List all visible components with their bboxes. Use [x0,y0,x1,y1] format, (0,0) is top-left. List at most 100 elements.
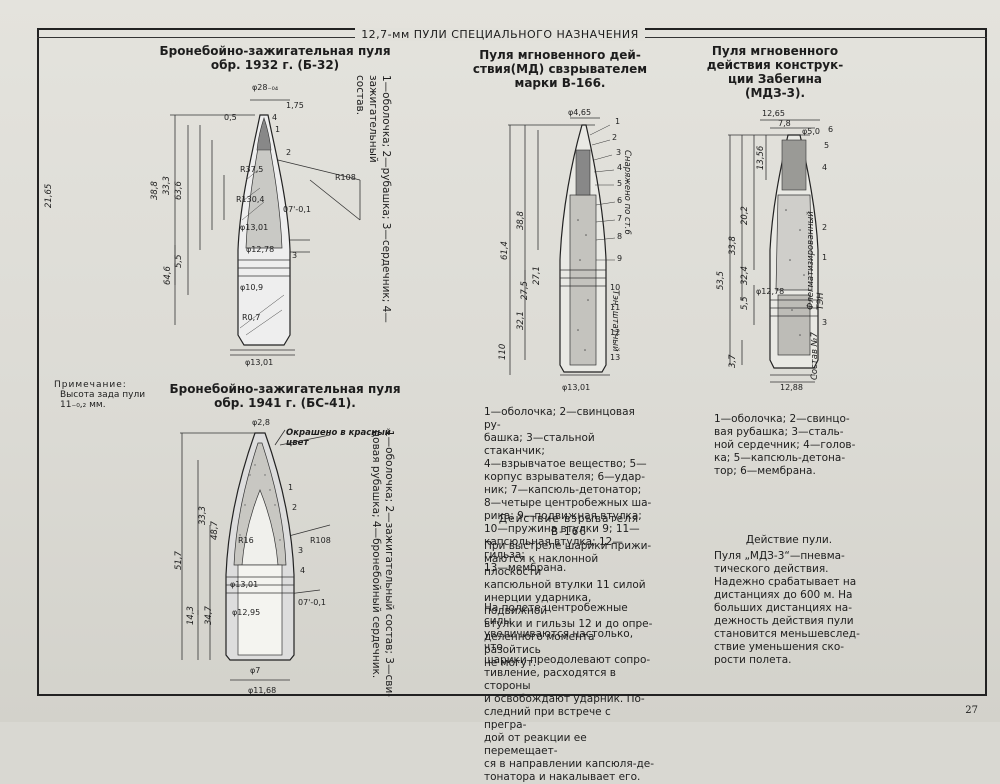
mdz-title: Пуля мгновенного действия конструк- ции … [706,44,844,100]
bs41-n2: 2 [292,503,297,512]
b32-h05: 0,5 [224,113,237,122]
bs41-legend: 1—оболочка; 2—зажигательный состав; 3—св… [370,430,395,698]
b32-h-1-75: 1,75 [286,101,304,110]
md-action-p2: На полете центробежные силы увеличиваютс… [484,602,655,783]
bs41-n4: 4 [300,566,305,575]
bs41-d1301: φ13,01 [230,580,258,589]
b32-h646: 64,6 [163,266,173,285]
b32-d1301b: φ13,01 [245,358,273,367]
b32-drawing: φ28₋₀₄ 0,5 1,75 R37,5 R108 R130,4 φ13,01… [170,83,361,367]
b32-r375: R37,5 [240,165,263,174]
mdz-h202: 20,2 [740,206,750,225]
md-n2: 2 [612,133,617,142]
bs41-n3: 3 [298,546,303,555]
md-drawing: φ4,65 φ13,01 1 2 3 4 5 6 7 8 9 10 11 12 … [508,108,622,392]
b32-n4: 4 [272,113,277,122]
md-title: Пуля мгновенного дей- ствия(МД) свзрыват… [472,48,648,90]
b32-h2165: 21,65 [44,183,54,208]
mdz-d50: φ5,0 [802,127,820,136]
md-action-p1: При выстреле шарики прижи- маются к накл… [484,540,653,669]
md-h388: 38,8 [516,211,526,230]
bs41-d1168: φ11,68 [248,686,276,695]
bs41-drawing: φ2,8 R16 R108 φ13,01 φ12,95 φ7 φ11,68 07… [180,418,331,695]
mdz-n2: 2 [822,223,827,232]
md-d465: φ4,65 [568,108,591,117]
md-legend: 1—оболочка; 2—свинцовая ру- башка; 3—ста… [484,406,652,574]
mdz-drawing: 12,65 7,8 φ5,0 φ12,78 12,88 1 2 3 4 5 6 [728,109,833,392]
md-n5: 5 [617,179,622,188]
bs41-h487: 48,7 [210,521,220,540]
md-n13: 13 [610,353,620,362]
bs41-title: Бронебойно-зажигательная пуля обр. 1941 … [169,382,401,410]
md-n6: 6 [617,196,622,205]
bs41-r16: R16 [238,536,254,545]
b32-r07: R0,7 [242,313,260,322]
mdz-side1: Флегматизированный ТЭН [806,211,826,310]
md-n8: 8 [617,232,622,241]
md-action-title: Действие взрывателя В-166 [498,513,640,538]
md-h275: 27,5 [520,281,530,300]
md-d1301: φ13,01 [562,383,590,392]
md-n10: 10 [610,283,620,292]
mdz-h324: 32,4 [740,266,750,285]
mdz-d78: 7,8 [778,119,791,128]
note-block: Примечание: Высота зада пули 11₋₀,₂ мм. [54,380,164,410]
bs41-d7: φ7 [250,666,260,675]
mdz-d1288: 12,88 [780,383,803,392]
b32-d-top: φ28₋₀₄ [252,83,278,92]
mdz-legend: 1—оболочка; 2—свинцо- вая рубашка; 3—ста… [714,413,856,477]
md-n3: 3 [616,148,621,157]
mdz-n6: 6 [828,125,833,134]
md-n4: 4 [617,163,622,172]
bs41-ang: 07'-0,1 [298,598,326,607]
b32-n2: 2 [286,148,291,157]
mdz-d1278: φ12,78 [756,287,784,296]
b32-r108: R108 [335,173,356,182]
b32-d1278: φ12,78 [246,245,274,254]
b32-h388: 38,8 [150,181,160,200]
bs41-d28: φ2,8 [252,418,270,427]
mdz-action-title: Действие пули. [745,534,833,546]
b32-d109: φ10,9 [240,283,263,292]
md-h321: 32,1 [516,311,526,330]
bs41-callout: Окрашено в красный цвет [286,428,391,448]
page-header: 12,7-мм ПУЛИ СПЕЦИАЛЬНОГО НАЗНАЧЕНИЯ [0,28,1000,41]
mdz-h535: 53,5 [716,271,726,290]
b32-n3: 3 [292,251,297,260]
b32-h333: 33,3 [162,176,172,195]
note-body: Высота зада пули 11₋₀,₂ мм. [60,390,146,410]
bs41-d1295: φ12,95 [232,608,260,617]
b32-ang: 07'-0,1 [283,205,311,214]
mdz-n4: 4 [822,163,827,172]
md-n11: 11 [610,303,620,312]
md-n7: 7 [617,214,622,223]
bs41-h517: 51,7 [174,551,184,570]
mdz-n3: 3 [822,318,827,327]
mdz-d1265: 12,65 [762,109,785,118]
b32-h55: 5,5 [174,254,184,268]
header-text: 12,7-мм ПУЛИ СПЕЦИАЛЬНОГО НАЗНАЧЕНИЯ [355,28,645,41]
md-side1: Снаряжено по ст.6 [622,150,632,235]
md-side2: Тэн. штатный [610,290,620,352]
b32-r130: R130,4 [236,195,264,204]
mdz-action-text: Пуля „МДЗ-3“—пневма- тического действия.… [714,550,860,666]
bs41-h143: 14,3 [186,606,196,625]
note-heading: Примечание: [54,380,127,390]
mdz-h1356: 13,56 [756,145,766,170]
page-number: 27 [965,705,978,716]
b32-title: Бронебойно-зажигательная пуля обр. 1932 … [159,44,391,72]
mdz-h55: 5,5 [740,296,750,310]
bs41-h347: 34,7 [204,606,214,625]
md-n12: 12 [610,328,620,337]
md-n9: 9 [617,254,622,263]
md-h271: 27,1 [532,266,542,285]
md-h614: 61,4 [500,241,510,260]
mdz-side2: Состав №7 [810,332,820,380]
mdz-h37: 3,7 [728,354,738,368]
md-n1: 1 [615,117,620,126]
mdz-h338: 33,8 [728,236,738,255]
mdz-n5: 5 [824,141,829,150]
b32-h636: 63,6 [174,181,184,200]
b32-d1301a: φ13,01 [240,223,268,232]
